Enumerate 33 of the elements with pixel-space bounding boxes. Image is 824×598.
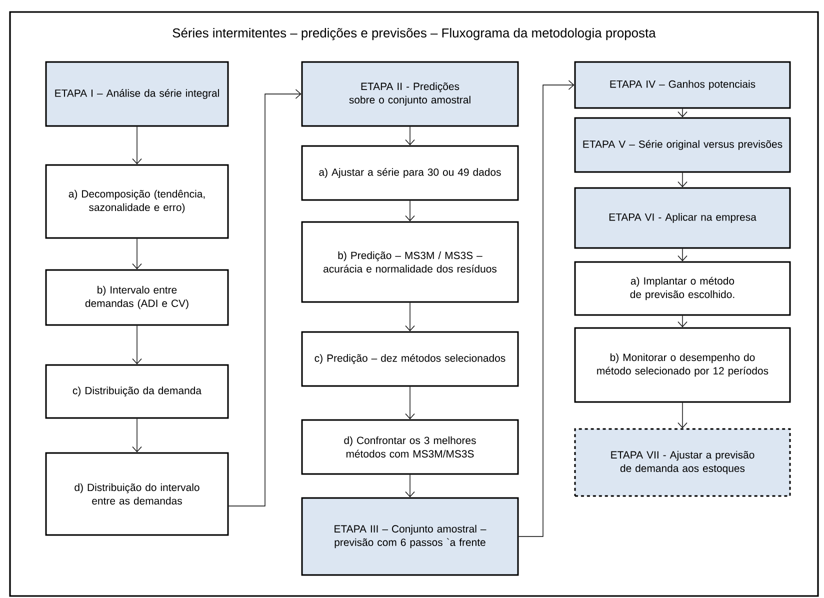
- step-box: a) Decomposição (tendência, sazonalidade e erro): [45, 164, 229, 239]
- title: Séries intermitentes – predições e previsões – Fluxograma da metodologia proposta: [172, 28, 656, 40]
- step-box: a) Ajustar a série para 30 ou 49 dados: [301, 145, 519, 201]
- step-box: a) Implantar o método de previsão escolhido.: [574, 261, 791, 316]
- stage-box: ETAPA VII - Ajustar a previsão de demanda aos estoques: [574, 428, 791, 497]
- step-box: d) Confrontar os 3 melhores métodos com MS3M/MS3S: [301, 419, 519, 475]
- arrow: [132, 238, 142, 270]
- stage-box: ETAPA IV – Ganhos potenciais: [574, 61, 791, 109]
- step-box: d) Distribuição do intervalo entre as demandas: [45, 452, 229, 536]
- stage-box: ETAPA II - Predições sobre o conjunto amostral: [301, 61, 519, 127]
- arrow: [132, 418, 142, 452]
- arrow: [518, 80, 574, 537]
- stage-box: ETAPA I – Análise da série integral: [45, 61, 229, 127]
- step-box: c) Distribuição da demanda: [45, 364, 229, 419]
- arrow: [132, 325, 142, 364]
- arrow: [405, 302, 415, 332]
- arrow: [678, 402, 688, 428]
- stage-box: ETAPA III – Conjunto amostral – previsão com 6 passos `a frente: [301, 497, 519, 576]
- step-box: b) Intervalo entre demandas (ADI e CV): [45, 269, 229, 326]
- step-box: b) Predição – MS3M / MS3S – acurácia e normalidade dos resíduos: [301, 221, 519, 303]
- arrow: [678, 172, 688, 188]
- arrow: [132, 126, 142, 164]
- arrow: [405, 126, 415, 146]
- step-box: b) Monitorar o desempenho do método selecionado por 12 períodos: [574, 327, 791, 403]
- arrow: [678, 315, 688, 328]
- arrow: [678, 248, 688, 262]
- arrow: [405, 200, 415, 222]
- arrow: [405, 386, 415, 420]
- step-box: c) Predição – dez métodos selecionados: [301, 331, 519, 387]
- arrow: [405, 474, 415, 498]
- stage-box: ETAPA V – Série original versus previsões: [574, 117, 791, 173]
- arrow: [228, 89, 302, 506]
- stage-box: ETAPA VI - Aplicar na empresa: [574, 187, 791, 249]
